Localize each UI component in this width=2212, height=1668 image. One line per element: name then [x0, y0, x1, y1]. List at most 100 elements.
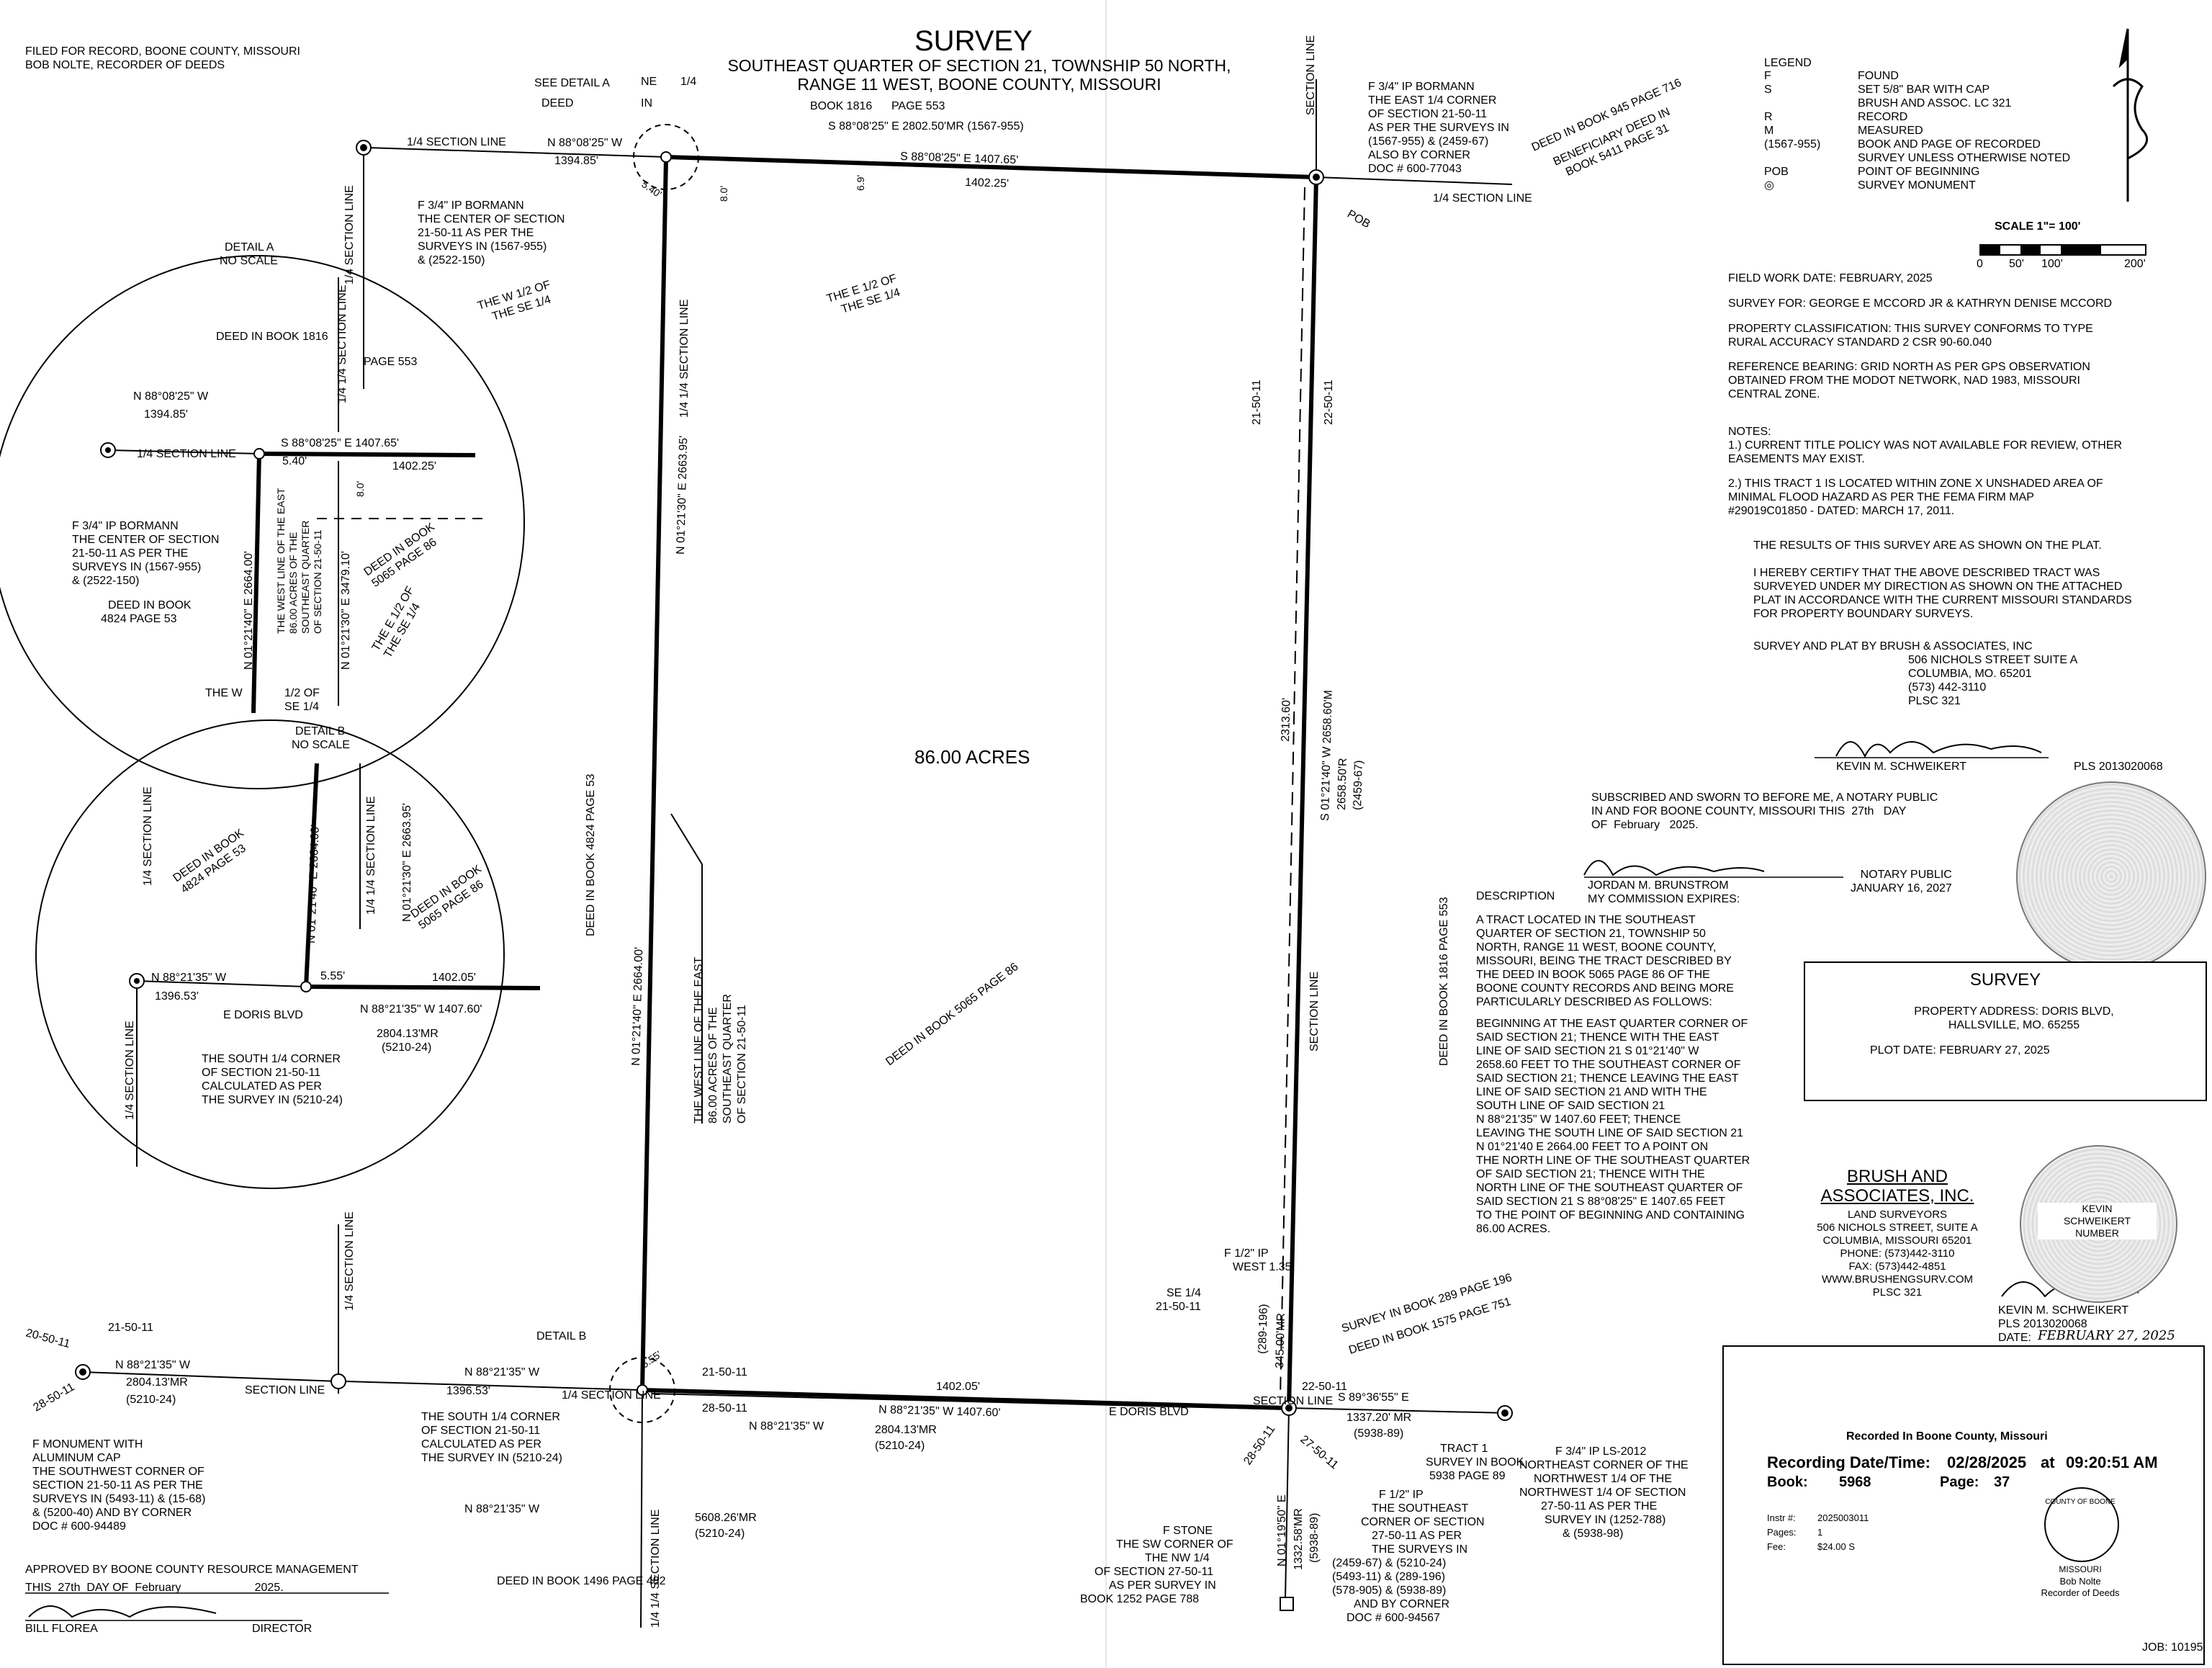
notes-title: NOTES:	[1728, 426, 1771, 438]
surveyor-signature	[1835, 741, 2042, 758]
property-address: PROPERTY ADDRESS: DORIS BLVD, HALLSVILLE…	[1914, 1005, 2114, 1031]
approval-name: BILL FLOREA	[25, 1623, 98, 1635]
legend-sym: (1567-955)	[1764, 138, 1821, 151]
note-1: 1.) CURRENT TITLE POLICY WAS NOT AVAILAB…	[1728, 439, 2123, 465]
survey-info-box: SURVEY PROPERTY ADDRESS: DORIS BLVD, HAL…	[1804, 961, 2207, 1101]
corner-markers	[75, 140, 1513, 1611]
recording-book-label: Book:	[1767, 1474, 1808, 1490]
detail-b-label: DETAIL B	[536, 1330, 586, 1342]
legend-desc: BOOK AND PAGE OF RECORDED SURVEY UNLESS …	[1858, 138, 2071, 164]
firm-name: BRUSH AND ASSOCIATES, INC.	[1820, 1167, 1974, 1206]
east-2313: 2313.60'	[1280, 698, 1293, 742]
legend-desc: MEASURED	[1858, 125, 1923, 137]
results-statement: THE RESULTS OF THIS SURVEY ARE AS SHOWN …	[1753, 539, 2102, 552]
recording-at: at	[2041, 1453, 2055, 1471]
notary-signature	[1583, 860, 1765, 876]
fee-label: Fee:	[1767, 1541, 1786, 1552]
plat-by-address: 506 NICHOLS STREET SUITE A COLUMBIA, MO.…	[1908, 654, 2078, 707]
recording-book: 5968	[1839, 1474, 1871, 1490]
deed-1816-label: DEED IN BOOK 1816 PAGE 553	[1438, 897, 1450, 1066]
quarter-section-line-v2: 1/4 SECTION LINE	[343, 1211, 356, 1311]
pages-value: 1	[1817, 1527, 1823, 1538]
detail-b-quarter-quarter: 1/4 1/4 SECTION LINE	[365, 796, 377, 915]
south-below-bearing: N 88°21'35" W	[464, 1503, 540, 1515]
south-mid-ref: (5210-24)	[875, 1440, 925, 1452]
e-half-label: THE E 1/2 OFTHE SE 1/4	[825, 272, 902, 319]
south-below-dist: 5608.26'MR	[695, 1512, 757, 1524]
detail-b-bearing: N 88°21'35" W	[151, 972, 227, 984]
sec-21-50-11-label: 21-50-11	[1251, 380, 1263, 425]
survey-box-title: SURVEY	[1969, 970, 2041, 990]
south-below-ref: (5210-24)	[695, 1528, 745, 1540]
filed-line-2: BOB NOLTE, RECORDER OF DEEDS	[25, 59, 225, 71]
notary-public: NOTARY PUBLIC JANUARY 16, 2027	[1851, 869, 1952, 894]
reference-bearing: REFERENCE BEARING: GRID NORTH AS PER GPS…	[1728, 361, 2090, 400]
e-doris-blvd: E DORIS BLVD	[1109, 1406, 1189, 1418]
county-seal-bottom: MISSOURI	[2059, 1564, 2102, 1574]
approval-line-1: APPROVED BY BOONE COUNTY RESOURCE MANAGE…	[25, 1564, 359, 1576]
pob-label: POB	[1345, 208, 1372, 231]
note-2: 2.) THIS TRACT 1 IS LOCATED WITHIN ZONE …	[1728, 477, 2103, 517]
notary-seal	[2016, 781, 2206, 972]
field-work-date: FIELD WORK DATE: FEBRUARY, 2025	[1728, 272, 1933, 284]
south-far-left-bearing: N 88°21'35" W	[115, 1359, 191, 1371]
detail-a-deed-top: DEED IN BOOK 1816	[216, 331, 328, 343]
detail-b-dist: 1396.53'	[155, 990, 199, 1003]
scale-label: SCALE 1"= 100'	[1995, 220, 2081, 233]
recording-box: Recorded In Boone County, Missouri Recor…	[1722, 1345, 2205, 1665]
north-line-label-1: S 88°08'25" E 2802.50'MR (1567-955)	[828, 120, 1024, 133]
east-line-bearing: S 01°21'40" W 2658.60'M	[1319, 690, 1335, 821]
quarter-section-line-v: 1/4 SECTION LINE	[343, 185, 356, 284]
detail-b-inner-bearing: N 01°21'30" E 2663.95'	[401, 803, 413, 922]
detail-b-quarter-line2: 1/4 SECTION LINE	[124, 1021, 136, 1120]
s-line-bottom: N 01°19'50" E	[1276, 1494, 1288, 1566]
detail-a-540: 5.40'	[282, 455, 307, 467]
surveyor-pls: PLS 2013020068	[2074, 761, 2163, 773]
firm-details: LAND SURVEYORS 506 NICHOLS STREET, SUITE…	[1817, 1209, 1978, 1299]
detail-b-deed-4824: DEED IN BOOK4824 PAGE 53	[171, 827, 255, 896]
filed-line-1: FILED FOR RECORD, BOONE COUNTY, MISSOURI	[25, 45, 300, 58]
description-title: DESCRIPTION	[1476, 890, 1555, 902]
instr-label: Instr #:	[1767, 1512, 1796, 1523]
plat-by: SURVEY AND PLAT BY BRUSH & ASSOCIATES, I…	[1753, 640, 2033, 653]
se-line-ref: (5938-89)	[1354, 1427, 1403, 1440]
south-left-dist: 1396.53'	[446, 1385, 490, 1397]
detail-a-inner: 1402.25'	[392, 460, 436, 472]
scale-tick: 0	[1977, 258, 1983, 270]
legend-desc: FOUND	[1858, 70, 1899, 82]
quarter-section-line-east: 1/4 SECTION LINE	[1433, 192, 1532, 205]
legend-sym: R	[1764, 111, 1773, 123]
legend-desc: POINT OF BEGINNING	[1858, 166, 1980, 178]
legend-title: LEGEND	[1764, 57, 1812, 69]
quarter-section-line-north: 1/4 SECTION LINE	[407, 136, 506, 148]
se-line-bearing: S 89°36'55" E	[1338, 1391, 1409, 1404]
ne-lbl: NE	[641, 76, 657, 88]
s-line-bottom-ref: (5938-89)	[1308, 1513, 1321, 1563]
detail-b-line: N 88°21'35" W 1407.60'	[360, 1003, 482, 1015]
detail-a-80: 8.0'	[354, 481, 366, 497]
see-detail-a: SEE DETAIL A	[534, 77, 610, 89]
s-line-bottom-dist: 1332.58'MR	[1292, 1508, 1305, 1570]
surveyor-name: KEVIN M. SCHWEIKERT	[1836, 761, 1967, 773]
section-line-swa: SECTION LINE	[245, 1384, 325, 1396]
section-line-north: SECTION LINE	[1305, 35, 1317, 115]
south-far-left-ref: (5210-24)	[126, 1394, 176, 1406]
east-line-ref: (2459-67)	[1352, 760, 1365, 810]
detail-b-inner: 1402.05'	[432, 972, 476, 984]
in-lbl: IN	[641, 97, 652, 109]
survey-for: SURVEY FOR: GEORGE E MCCORD JR & KATHRYN…	[1728, 297, 2113, 310]
detail-a-deed-5065: DEED IN BOOK5065 PAGE 86	[362, 521, 446, 590]
sec-27-50-11-label: 27-50-11	[1298, 1433, 1340, 1471]
detail-a-dist: 1394.85'	[144, 408, 188, 421]
surveyor-seal-text: KEVIN SCHWEIKERT NUMBER	[2038, 1203, 2157, 1239]
west-inner-bearing: N 01°21'30" E 2663.95'	[675, 436, 690, 555]
detail-b-deed-5065: DEED IN BOOK5065 PAGE 86	[409, 863, 493, 932]
